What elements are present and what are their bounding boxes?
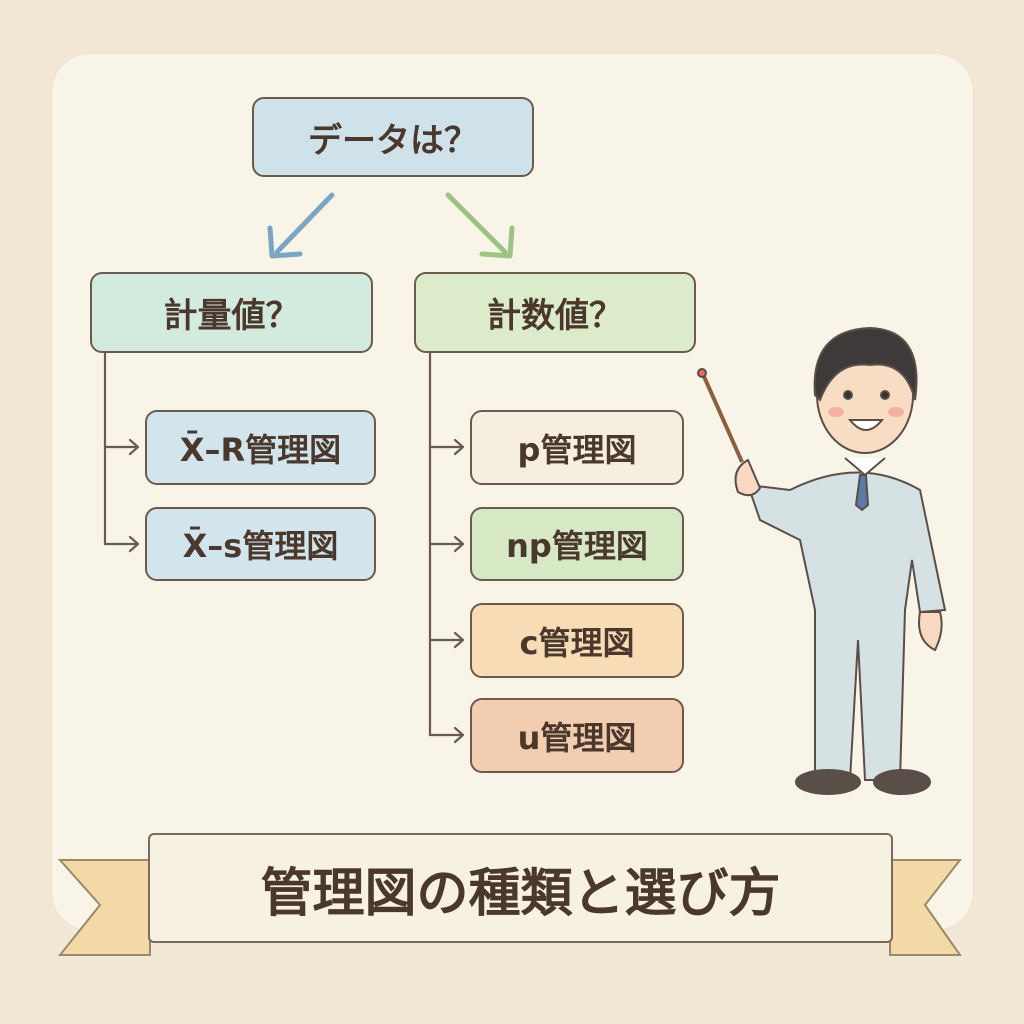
ribbon-left xyxy=(57,859,151,956)
xbar-s-chart-box: X̄–s管理図 xyxy=(145,507,376,581)
p-chart-box: p管理図 xyxy=(470,410,684,485)
root-question-box: データは？ xyxy=(252,97,534,177)
ribbon-right xyxy=(889,859,963,956)
xbar-r-chart-label: X̄–R管理図 xyxy=(179,430,342,469)
title-banner: 管理図の種類と選び方 xyxy=(148,833,893,943)
c-chart-label: c管理図 xyxy=(519,623,635,662)
teacher-illustration xyxy=(697,326,947,795)
variable-data-label: 計量値？ xyxy=(163,296,300,336)
xbar-s-chart-label: X̄–s管理図 xyxy=(182,527,339,565)
np-chart-label: np管理図 xyxy=(506,527,648,565)
attribute-data-label: 計数値？ xyxy=(487,296,623,336)
np-chart-box: np管理図 xyxy=(470,507,684,581)
p-chart-label: p管理図 xyxy=(517,430,637,469)
attribute-data-box: 計数値？ xyxy=(414,272,696,353)
root-question-label: データは？ xyxy=(308,120,478,161)
title-text: 管理図の種類と選び方 xyxy=(260,863,781,924)
c-chart-box: c管理図 xyxy=(470,603,684,678)
arrow-down-right-icon xyxy=(445,192,515,259)
arrow-down-left-icon xyxy=(267,192,335,259)
xbar-r-chart-box: X̄–R管理図 xyxy=(145,410,376,485)
u-chart-label: u管理図 xyxy=(517,718,637,757)
u-chart-box: u管理図 xyxy=(470,698,684,773)
variable-data-box: 計量値？ xyxy=(90,272,373,353)
